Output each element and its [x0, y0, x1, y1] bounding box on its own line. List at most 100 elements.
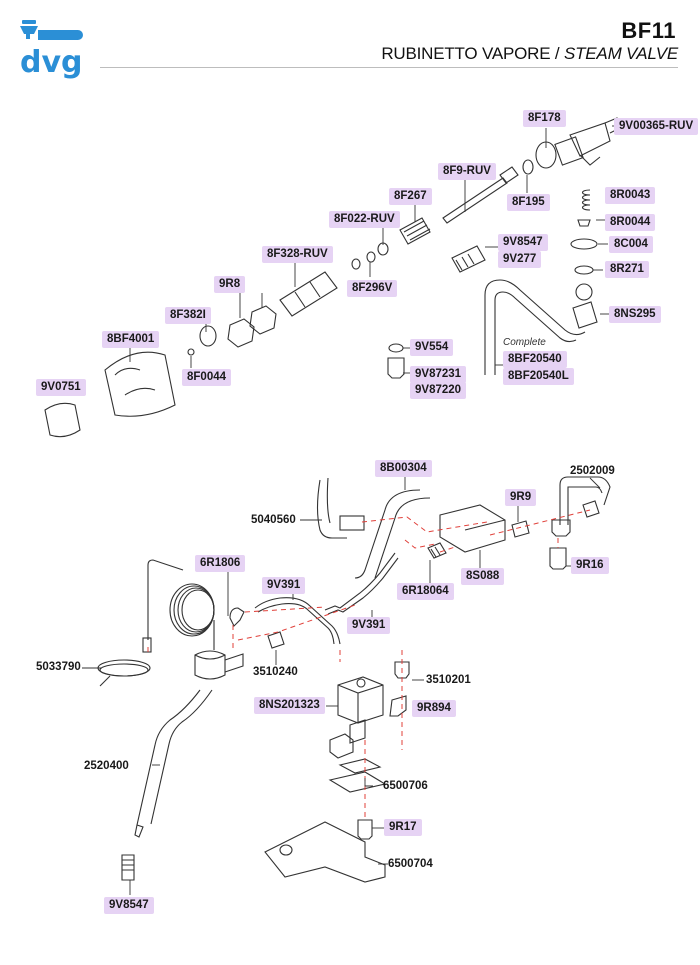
dvg-logo: dvg — [20, 20, 83, 80]
part-label[interactable]: 6R18064 — [397, 583, 454, 600]
nut-8ns295 — [572, 301, 598, 329]
part-label[interactable]: 8F195 — [507, 194, 550, 211]
fitting-6r18064 — [427, 542, 447, 559]
part-label[interactable]: 9V00365-RUV — [614, 118, 699, 135]
part-label[interactable]: 9V8547 — [104, 897, 154, 914]
boiler-fitting — [224, 653, 244, 673]
part-label[interactable]: 8F296V — [347, 280, 398, 297]
part-label[interactable]: 9R8 — [214, 276, 246, 293]
part-label[interactable]: 9R9 — [505, 489, 537, 506]
bracket-6500706 — [338, 758, 382, 774]
cable-5040560 — [316, 479, 347, 539]
fitting-3510201 — [394, 661, 410, 679]
cap-9v0751 — [44, 402, 81, 438]
nozzle-9v87231 — [387, 357, 405, 379]
solenoid-8ns201323 — [337, 676, 384, 724]
complete-note: Complete — [503, 337, 546, 348]
sleeve-9v8547 — [451, 245, 486, 273]
oring-b — [351, 258, 361, 270]
part-label[interactable]: 8F178 — [523, 110, 566, 127]
oring-9v554 — [388, 343, 404, 353]
thermoblock-part — [194, 650, 226, 680]
part-label[interactable]: 6500706 — [383, 780, 428, 792]
connector-5040560 — [339, 515, 365, 531]
part-label[interactable]: 9R894 — [412, 700, 456, 717]
oring-8r271 — [574, 265, 594, 275]
part-label[interactable]: 9V391 — [262, 577, 306, 594]
clip-8f0044 — [187, 348, 195, 356]
part-label[interactable]: 2502009 — [570, 465, 615, 477]
fitting-9r9 — [511, 520, 530, 538]
part-label[interactable]: 3510201 — [426, 674, 471, 686]
part-label[interactable]: 6500704 — [388, 858, 433, 870]
title-italian: RUBINETTO VAPORE / — [381, 44, 560, 63]
part-label[interactable]: 2520400 — [84, 760, 129, 772]
part-label[interactable]: 8F382I — [165, 307, 211, 324]
part-label[interactable]: 8BF4001 — [102, 331, 160, 348]
part-label[interactable]: 6R1806 — [195, 555, 246, 572]
part-label[interactable]: 8F0044 — [182, 369, 232, 386]
nut-9r8-b — [249, 305, 277, 335]
part-label[interactable]: 8F267 — [389, 188, 432, 205]
steam-wand-8bf20540 — [484, 279, 586, 375]
part-label[interactable]: 8R0043 — [605, 187, 656, 204]
part-label[interactable]: 9V87220 — [410, 382, 467, 399]
part-label[interactable]: 8F9-RUV — [438, 163, 496, 180]
part-label[interactable]: 3510240 — [253, 666, 298, 678]
header-divider — [100, 67, 678, 68]
fitting-3510240 — [267, 631, 285, 649]
washer-8f382i — [199, 325, 217, 347]
part-label[interactable]: 8F328-RUV — [262, 246, 333, 263]
tube-9v391-a — [254, 597, 341, 645]
part-label[interactable]: 8B00304 — [375, 460, 432, 477]
part-label[interactable]: 9V8547 — [498, 234, 548, 251]
part-label[interactable]: 9V277 — [498, 251, 542, 268]
part-label[interactable]: 5033790 — [36, 661, 81, 673]
part-label[interactable]: 8R271 — [605, 261, 649, 278]
fitting-9r16 — [549, 547, 567, 570]
title-english: STEAM VALVE — [563, 44, 678, 63]
fitting-9r17 — [357, 819, 373, 840]
part-label[interactable]: 5040560 — [251, 514, 296, 526]
part-label[interactable]: 8NS201323 — [254, 697, 325, 714]
plug-5033790 — [142, 637, 152, 653]
bracket-6500704 — [264, 821, 386, 883]
diagram-title: RUBINETTO VAPORE / STEAM VALVE — [381, 44, 678, 64]
svg-text:dvg: dvg — [20, 45, 83, 80]
tube-2520400 — [136, 689, 213, 826]
shaft-8f9 — [442, 166, 519, 224]
part-label[interactable]: 8S088 — [461, 568, 505, 585]
elbow-9r894 — [389, 695, 407, 717]
pipe-2502009 — [559, 476, 611, 525]
filter-8f195 — [522, 159, 534, 175]
part-label[interactable]: 8R0044 — [605, 214, 656, 231]
valve-8s088 — [439, 504, 506, 553]
knob-solenoid — [329, 733, 354, 759]
part-label[interactable]: 8F022-RUV — [329, 211, 400, 228]
nut-2502009 — [551, 519, 571, 537]
oring-a — [366, 251, 376, 263]
part-label[interactable]: 9V554 — [410, 339, 454, 356]
part-label[interactable]: 8BF20540 — [503, 351, 567, 368]
part-label[interactable]: 9V0751 — [36, 379, 86, 396]
body-8f328 — [279, 271, 338, 317]
part-label[interactable]: 9R16 — [571, 557, 609, 574]
nut-9r8-a — [227, 318, 255, 348]
part-label[interactable]: 9V87231 — [410, 366, 467, 383]
part-label[interactable]: 9V391 — [347, 617, 391, 634]
cone-8r0044 — [577, 219, 591, 227]
capillary-coil — [147, 559, 215, 650]
ball-8ns295 — [575, 283, 593, 301]
tube-9v391-b — [324, 552, 399, 615]
washer-8c004 — [570, 238, 598, 250]
part-label[interactable]: 8C004 — [609, 236, 653, 253]
spring-8f267 — [399, 217, 431, 245]
part-label[interactable]: 8NS295 — [609, 306, 661, 323]
spring-8r0043 — [581, 189, 591, 211]
part-label[interactable]: 8BF20540L — [503, 368, 574, 385]
knob-8bf4001 — [104, 351, 176, 417]
diagram-code: BF11 — [621, 18, 676, 43]
part-label[interactable]: 9R17 — [384, 819, 422, 836]
hose-8b00304 — [354, 489, 431, 579]
